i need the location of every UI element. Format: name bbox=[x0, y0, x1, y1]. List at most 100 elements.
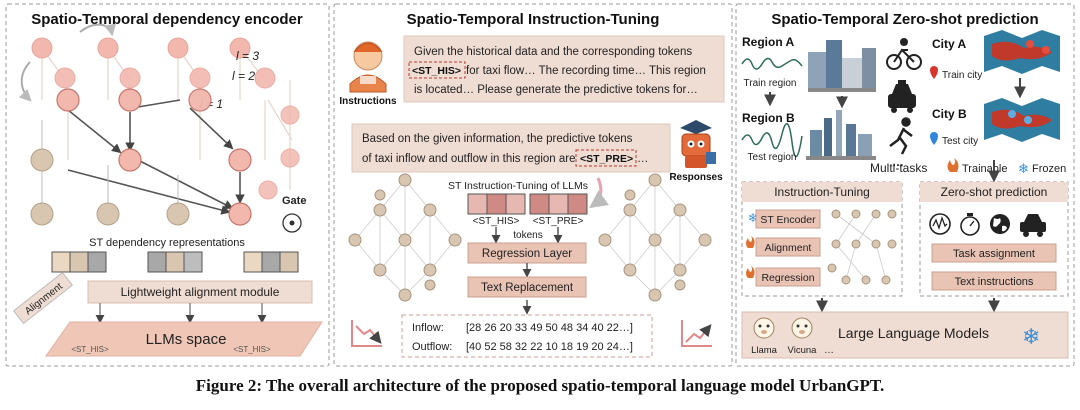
inflow-values: [28 26 20 33 49 50 48 34 40 22…] bbox=[466, 322, 633, 334]
increase-trend-icon bbox=[681, 320, 712, 347]
response-line1: Based on the given information, the pred… bbox=[362, 133, 633, 145]
vicuna-label: Vicuna bbox=[788, 345, 818, 356]
llm-space-box bbox=[45, 321, 323, 357]
instruction-tuning-panel: Spatio-Temporal Instruction-Tuning Instr… bbox=[333, 3, 733, 367]
alignment-box bbox=[755, 237, 821, 257]
token-his-left: <ST_HIS> bbox=[71, 345, 109, 354]
token-his-label: <ST_HIS> bbox=[473, 216, 520, 227]
responses-label: Responses bbox=[669, 172, 723, 183]
st-his-token-highlight bbox=[408, 61, 466, 79]
frozen-encoder-icon: ❄ bbox=[748, 211, 758, 225]
train-city-label: Train city bbox=[942, 70, 982, 81]
more-tasks-ellipsis: … bbox=[892, 155, 904, 169]
task-assignment-box bbox=[931, 243, 1057, 263]
llm-label: Large Language Models bbox=[838, 325, 989, 341]
layer-label-2: l = 2 bbox=[232, 69, 255, 83]
city-b-label: City B bbox=[932, 107, 967, 121]
globe-icon bbox=[990, 214, 1010, 234]
outflow-label: Outflow: bbox=[412, 341, 452, 353]
skyline-icon bbox=[806, 110, 876, 160]
instruction-line1: Given the historical data and the corres… bbox=[414, 46, 692, 58]
text-replacement-box bbox=[467, 276, 587, 298]
text-replacement-label: Text Replacement bbox=[481, 282, 574, 294]
llama-icon bbox=[753, 317, 775, 339]
frozen-label: Frozen bbox=[1032, 163, 1066, 175]
regression-label: Regression bbox=[761, 272, 814, 284]
region-b-label: Region B bbox=[742, 111, 795, 125]
instructions-label: Instructions bbox=[339, 96, 397, 107]
llm-network-right-nodes bbox=[598, 173, 712, 302]
bicycle-icon bbox=[886, 38, 922, 70]
trainable-label: Trainable bbox=[962, 163, 1007, 175]
signal-icon bbox=[929, 213, 951, 235]
flame-icon bbox=[947, 158, 959, 172]
zero-shot-title: Spatio-Temporal Zero-shot prediction bbox=[771, 11, 1038, 28]
region-b-series-icon bbox=[741, 123, 803, 158]
st-rep-label: ST dependency representations bbox=[89, 237, 245, 249]
stopwatch-icon bbox=[960, 213, 980, 236]
layer-label-3: l = 3 bbox=[236, 49, 259, 63]
tuning-label: ST Instruction-Tuning of LLMs bbox=[448, 180, 588, 192]
alignment-label: Alignment bbox=[765, 242, 812, 254]
token-pre-label: <ST_PRE> bbox=[533, 216, 584, 227]
test-city-label: Test city bbox=[942, 136, 978, 147]
region-a-series-icon bbox=[741, 57, 803, 70]
decrease-trend-icon bbox=[351, 320, 382, 347]
recurrent-arrow bbox=[18, 61, 32, 102]
caption-text: Figure 2: The overall architecture of th… bbox=[195, 376, 885, 395]
alignment-module-box bbox=[87, 280, 313, 304]
train-region-label: Train region bbox=[744, 78, 797, 89]
llm-space-label: LLMs space bbox=[146, 331, 227, 348]
output-box bbox=[401, 314, 653, 358]
city-a-label: City A bbox=[932, 37, 967, 51]
recurrent-arrow-top bbox=[79, 23, 116, 37]
zero-shot-panel: Spatio-Temporal Zero-shot prediction Reg… bbox=[735, 3, 1075, 367]
token-blocks bbox=[467, 193, 588, 215]
st-encoder-label: ST Encoder bbox=[760, 214, 816, 226]
feedback-arrow bbox=[589, 177, 609, 209]
tokens-label: tokens bbox=[513, 230, 542, 241]
encoder-title: Spatio-Temporal dependency encoder bbox=[31, 11, 303, 28]
regression-box bbox=[755, 267, 821, 287]
response-line2-end: … bbox=[637, 153, 649, 165]
test-region-label: Test region bbox=[748, 152, 797, 163]
task-assignment-label: Task assignment bbox=[953, 248, 1035, 260]
instructor-icon bbox=[349, 41, 387, 93]
snowflake-icon: ❄ bbox=[1018, 161, 1029, 176]
st-rep-blocks bbox=[51, 251, 299, 273]
response-token: <ST_PRE> bbox=[580, 153, 633, 165]
dependency-edges bbox=[67, 99, 245, 215]
robot-icon bbox=[680, 120, 716, 168]
token-his-right: <ST_HIS> bbox=[233, 345, 271, 354]
st-encoder-box bbox=[755, 209, 821, 229]
instruction-box bbox=[403, 35, 725, 103]
region-a-label: Region A bbox=[742, 35, 795, 49]
trainable-alignment-icon bbox=[746, 236, 755, 248]
top-layer-nodes bbox=[31, 37, 300, 200]
taxi-icon bbox=[888, 80, 916, 113]
gate-icon bbox=[282, 213, 302, 233]
instruction-line2: for taxi flow… The recording time… This … bbox=[466, 65, 706, 77]
instruction-tuning-label: Instruction-Tuning bbox=[774, 185, 870, 199]
response-box bbox=[351, 123, 671, 173]
city-b-map-icon bbox=[984, 98, 1060, 142]
zero-shot-label: Zero-shot prediction bbox=[941, 185, 1048, 199]
vicuna-icon bbox=[791, 317, 813, 339]
inflow-label: Inflow: bbox=[412, 322, 444, 334]
frozen-llm-icon: ❄ bbox=[1022, 324, 1040, 349]
outflow-values: [40 52 58 32 22 10 18 19 20 24…] bbox=[466, 341, 633, 353]
input-nodes bbox=[30, 148, 190, 226]
llm-ellipsis: … bbox=[824, 345, 834, 356]
runner-icon bbox=[889, 117, 913, 155]
alignment-module-label: Lightweight alignment module bbox=[121, 285, 280, 299]
llama-label: Llama bbox=[751, 345, 778, 356]
text-instructions-label: Text instructions bbox=[955, 276, 1034, 288]
gate-label: Gate bbox=[282, 195, 306, 207]
llm-network-left-nodes bbox=[348, 173, 462, 302]
train-city-pin-icon bbox=[930, 66, 938, 79]
response-line2: of taxi inflow and outflow in this regio… bbox=[362, 153, 576, 165]
st-pre-token-highlight bbox=[575, 149, 637, 167]
instruction-token: <ST_HIS> bbox=[412, 65, 461, 77]
city-buildings-icon bbox=[808, 40, 876, 92]
